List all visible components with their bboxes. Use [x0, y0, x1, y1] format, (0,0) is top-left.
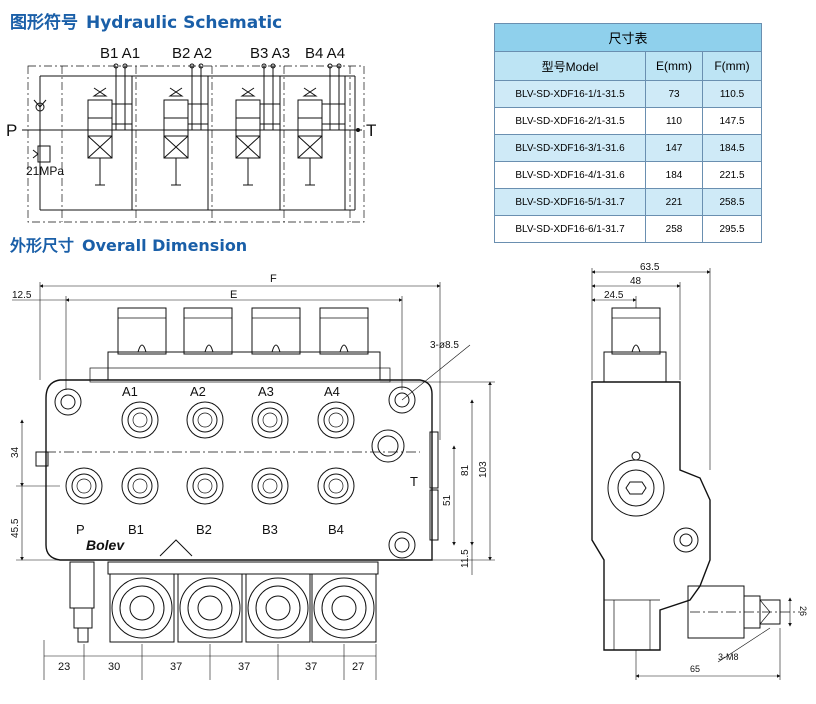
- port-label-b1: B1: [128, 522, 144, 537]
- dim-51: 51: [442, 494, 453, 506]
- valve-section-3: [211, 63, 281, 222]
- overall-dimension-title: 外形尺寸 Overall Dimension: [10, 232, 247, 256]
- cell-model: BLV-SD-XDF16-5/1-31.7: [494, 188, 646, 216]
- top-ports: [121, 401, 355, 439]
- cell-e: 110: [645, 107, 703, 135]
- hydraulic-title-cn: 图形符号: [10, 13, 78, 33]
- valve-body: [45, 379, 433, 561]
- table-row: BLV-SD-XDF16-6/1-31.7 258 295.5: [494, 215, 762, 243]
- hydraulic-schematic: B1 A1 B2 A2 B3 A3 B4 A4 P T 21MPa: [6, 45, 376, 223]
- dimension-title-en: Overall Dimension: [82, 236, 248, 255]
- dim-63-5: 63.5: [640, 262, 660, 273]
- port-pair-3: B3 A3: [250, 45, 290, 62]
- hydraulic-schematic-title: 图形符号 Hydraulic Schematic: [10, 8, 282, 33]
- port-pair-1: B1 A1: [100, 45, 140, 62]
- solenoid-caps: [89, 307, 391, 383]
- dim-f: F: [270, 273, 277, 285]
- dim-bottom-37a: 37: [170, 661, 182, 673]
- dim-e: E: [230, 289, 237, 301]
- check-valve-icon: [35, 102, 45, 112]
- dim-26: 26: [798, 606, 808, 616]
- dim-bottom-37c: 37: [305, 661, 317, 673]
- lever-housings: [69, 539, 379, 643]
- cell-f: 295.5: [702, 215, 762, 243]
- dim-81: 81: [460, 464, 471, 476]
- valve-section-2: [135, 63, 209, 222]
- cell-f: 147.5: [702, 107, 762, 135]
- schematic-port-t: T: [366, 121, 376, 140]
- table-row: BLV-SD-XDF16-1/1-31.5 73 110.5: [494, 80, 762, 108]
- bottom-ports: [65, 429, 405, 505]
- side-body: [591, 381, 711, 651]
- cell-e: 258: [645, 215, 703, 243]
- valve-section-4: [283, 63, 351, 222]
- dim-24-5: 24.5: [604, 290, 624, 301]
- schematic-port-p: P: [6, 121, 17, 140]
- table-row: BLV-SD-XDF16-5/1-31.7 221 258.5: [494, 188, 762, 216]
- port-label-b3: B3: [262, 522, 278, 537]
- cell-e: 221: [645, 188, 703, 216]
- dim-65: 65: [690, 664, 700, 674]
- port-label-b4: B4: [328, 522, 344, 537]
- dim-48: 48: [630, 276, 642, 287]
- valve-section-1: [61, 63, 133, 222]
- dim-34: 34: [10, 446, 21, 458]
- col-model: 型号Model: [494, 51, 646, 81]
- port-pair-4: B4 A4: [305, 45, 345, 62]
- mount-hole-icon: [388, 531, 416, 559]
- port-pair-2: B2 A2: [172, 45, 212, 62]
- front-view: A1 A2 A3 A4 P B1 B2 B3 B4 T Bolev F E 12…: [10, 273, 495, 680]
- col-e: E(mm): [645, 51, 703, 81]
- cell-f: 184.5: [702, 134, 762, 162]
- side-view: 63.5 48 24.5 65 3-M8 26: [591, 262, 808, 680]
- dim-bottom-27: 27: [352, 661, 364, 673]
- dim-bottom-23: 23: [58, 661, 70, 673]
- schematic-border: [27, 65, 365, 223]
- cell-f: 258.5: [702, 188, 762, 216]
- port-label-t: T: [410, 474, 418, 489]
- cell-e: 184: [645, 161, 703, 189]
- dim-bottom-30: 30: [108, 661, 120, 673]
- cell-model: BLV-SD-XDF16-3/1-31.6: [494, 134, 646, 162]
- cell-model: BLV-SD-XDF16-6/1-31.7: [494, 215, 646, 243]
- dim-11-5: 11.5: [460, 549, 471, 568]
- relief-pressure-label: 21MPa: [26, 164, 64, 178]
- port-label-b2: B2: [196, 522, 212, 537]
- port-label-a2: A2: [190, 384, 206, 399]
- hydraulic-title-en: Hydraulic Schematic: [86, 13, 283, 33]
- mount-hole-icon: [54, 388, 82, 416]
- port-label-a4: A4: [324, 384, 340, 399]
- dim-left-offset: 12.5: [12, 290, 32, 301]
- dimension-title-cn: 外形尺寸: [10, 236, 75, 255]
- cell-model: BLV-SD-XDF16-4/1-31.6: [494, 161, 646, 189]
- table-title: 尺寸表: [494, 23, 762, 52]
- dim-hole: 3-ø8.5: [430, 340, 459, 351]
- port-label-p: P: [76, 522, 85, 537]
- port-label-a3: A3: [258, 384, 274, 399]
- dimension-table: 尺寸表 型号Model E(mm) F(mm) BLV-SD-XDF16-1/1…: [494, 23, 762, 243]
- cell-e: 73: [645, 80, 703, 108]
- port-label-a1: A1: [122, 384, 138, 399]
- brand-logo: Bolev: [86, 537, 125, 553]
- dim-103: 103: [478, 461, 489, 478]
- hex-plug-icon: [625, 481, 647, 495]
- dim-thread: 3-M8: [718, 652, 739, 662]
- table-row: BLV-SD-XDF16-4/1-31.6 184 221.5: [494, 161, 762, 189]
- dim-45-5: 45.5: [10, 518, 21, 538]
- col-f: F(mm): [702, 51, 762, 81]
- dim-bottom-37b: 37: [238, 661, 250, 673]
